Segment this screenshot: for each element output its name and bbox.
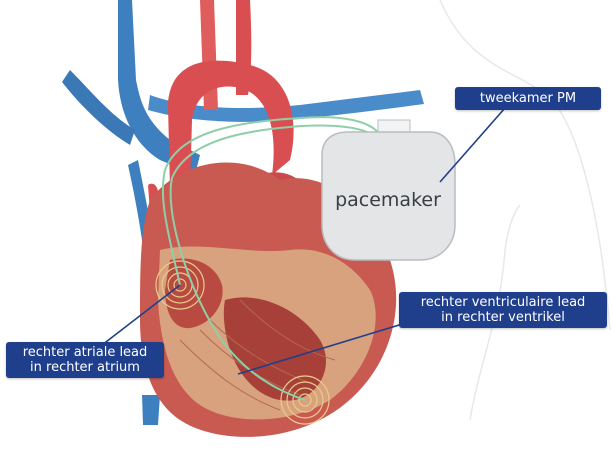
body-silhouette [440, 0, 610, 330]
callout-ventricular-lead-line2: in rechter ventrikel [403, 310, 603, 325]
callout-dual-chamber-pm-text: tweekamer PM [459, 91, 597, 106]
pacemaker-device: pacemaker [322, 120, 455, 260]
callout-atrial-lead: rechter atriale lead in rechter atrium [6, 342, 164, 378]
callout-atrial-lead-line1: rechter atriale lead [10, 345, 160, 360]
callout-atrial-lead-line2: in rechter atrium [10, 360, 160, 375]
callout-ventricular-lead: rechter ventriculaire lead in rechter ve… [399, 292, 607, 328]
callout-ventricular-lead-line1: rechter ventriculaire lead [403, 295, 603, 310]
callout-dual-chamber-pm: tweekamer PM [455, 87, 601, 110]
pacemaker-device-label: pacemaker [335, 189, 441, 211]
